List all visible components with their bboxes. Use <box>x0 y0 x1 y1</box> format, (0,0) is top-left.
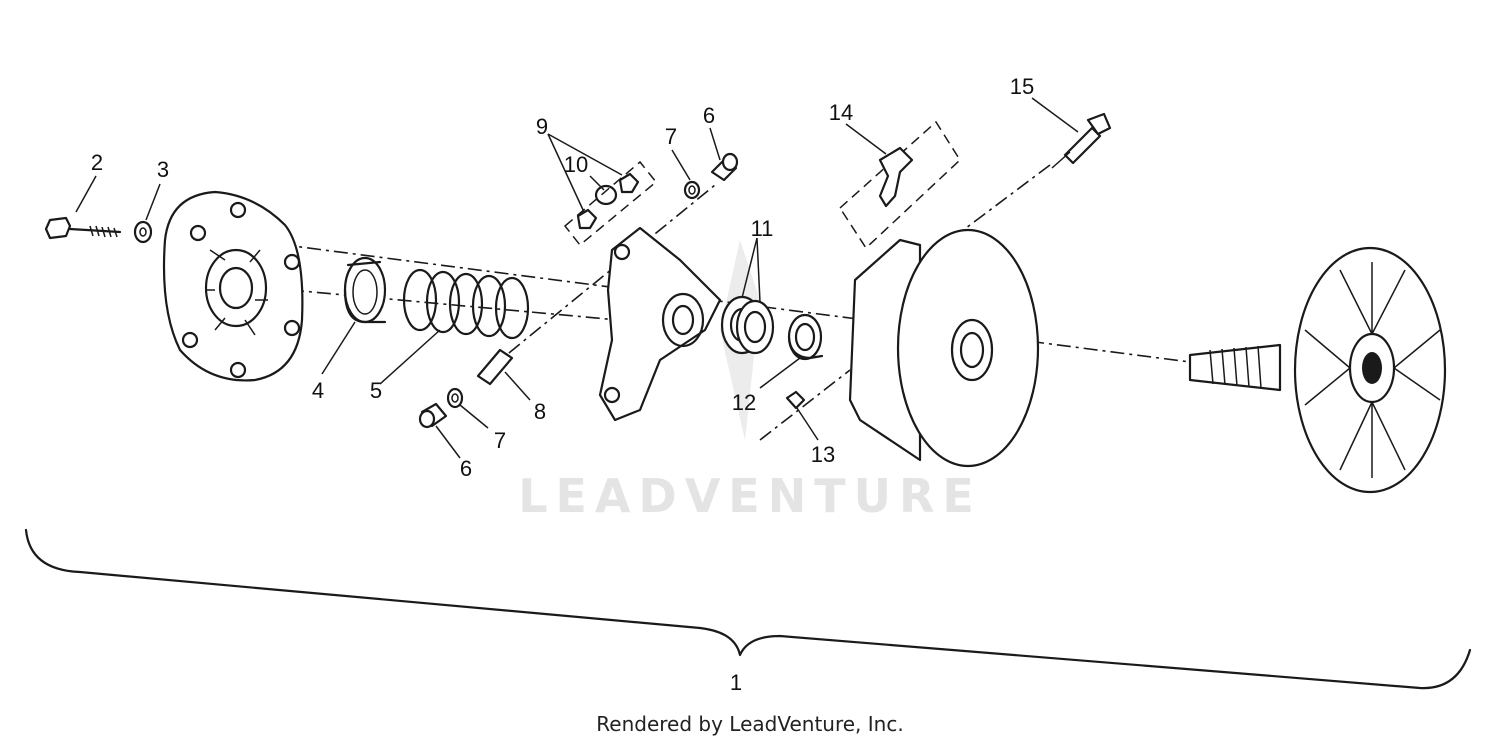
credit-footer: Rendered by LeadVenture, Inc. <box>596 712 904 736</box>
leader-lines <box>75 97 1079 459</box>
roller-upper-part <box>710 152 739 182</box>
assembly-brace <box>24 528 1472 690</box>
callout-13: 13 <box>811 442 835 467</box>
watermark-text: LEADVENTURE <box>518 469 982 523</box>
callout-9: 9 <box>536 114 548 139</box>
pin-part <box>476 348 514 386</box>
bolt-part <box>44 216 122 240</box>
callout-6-upper: 6 <box>703 103 715 128</box>
fixed-sheave-fan <box>1188 246 1447 494</box>
sleeve-part <box>787 313 824 361</box>
callout-8: 8 <box>534 399 546 424</box>
callout-12: 12 <box>732 390 756 415</box>
roller-lower-part <box>418 402 448 429</box>
callout-11: 11 <box>751 216 774 241</box>
callout-6-lower: 6 <box>460 456 472 481</box>
spring-part <box>402 268 530 340</box>
bushing-pair-part <box>720 295 775 355</box>
group-box-9-10 <box>563 160 658 247</box>
callout-10: 10 <box>564 152 588 177</box>
callout-2: 2 <box>91 150 103 175</box>
callouts: 1 2 3 4 5 6 6 7 7 8 9 10 11 12 13 14 15 <box>91 74 1034 695</box>
movable-sheave <box>848 228 1040 468</box>
callout-1: 1 <box>730 670 742 695</box>
watermark: LEADVENTURE <box>518 240 982 523</box>
callout-5: 5 <box>370 378 382 403</box>
washer-part <box>133 220 153 244</box>
bushing-ring-part <box>343 256 387 324</box>
callout-7-upper: 7 <box>665 124 677 149</box>
washer-lower-part <box>446 387 464 409</box>
weight-part <box>839 120 961 250</box>
callout-3: 3 <box>157 157 169 182</box>
callout-14: 14 <box>829 100 853 125</box>
screw-part <box>785 390 806 410</box>
roller-part <box>594 184 618 206</box>
callout-15: 15 <box>1010 74 1034 99</box>
spider-bracket <box>598 226 722 422</box>
nut-parts <box>576 172 640 230</box>
cover-plate <box>162 190 304 382</box>
long-bolt-part <box>1051 112 1112 169</box>
callout-4: 4 <box>312 378 324 403</box>
callout-7-lower: 7 <box>494 428 506 453</box>
washer-upper-part <box>683 180 701 200</box>
